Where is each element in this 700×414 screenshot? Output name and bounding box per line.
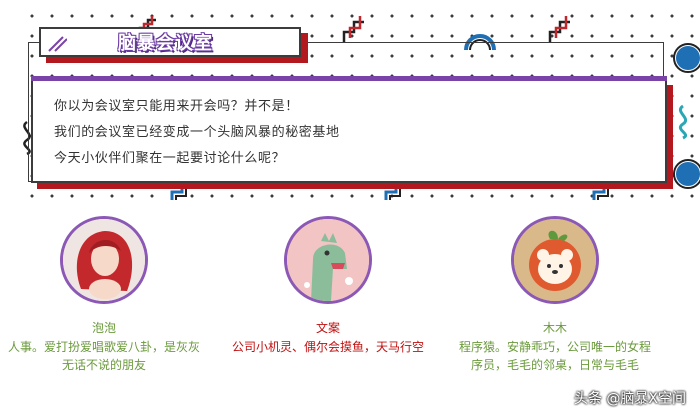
section-title: 脑暴会议室	[118, 33, 213, 54]
member-name: 文案	[315, 321, 340, 335]
content-box	[31, 79, 667, 183]
intro-text: 你以为会议室只能用来开会吗？并不是！ 我们的会议室已经变成一个头脑风暴的秘密基地…	[54, 94, 340, 172]
member-name: 泡泡	[91, 321, 116, 335]
intro-line: 你以为会议室只能用来开会吗？并不是！	[54, 99, 299, 114]
squiggle-decoration	[678, 104, 688, 140]
intro-line: 今天小伙伴们聚在一起要讨论什么呢？	[54, 151, 286, 166]
squiggle-decoration	[23, 120, 31, 156]
intro-line: 我们的会议室已经变成一个头脑风暴的秘密基地	[54, 125, 340, 140]
bear-avatar-icon	[514, 219, 596, 301]
member-card-wenan: 文案 公司小机灵、偶尔会摸鱼，天马行空	[228, 216, 428, 356]
avatar	[284, 216, 372, 304]
slash-icon	[48, 36, 67, 52]
circle-decoration	[673, 43, 700, 73]
title-tag	[39, 27, 301, 57]
member-card-paopao: 泡泡 人事。爱打扮爱唱歌爱八卦，是灰灰无话不说的朋友	[4, 216, 204, 374]
member-description: 公司小机灵、偶尔会摸鱼，天马行空	[231, 340, 424, 354]
zigzag-decoration	[548, 16, 570, 42]
avatar	[60, 216, 148, 304]
watermark: 头条 @脑暴X空间	[573, 391, 686, 407]
avatar	[511, 216, 599, 304]
member-description: 人事。爱打扮爱唱歌爱八卦，是灰灰无话不说的朋友	[7, 340, 200, 372]
dinosaur-avatar-icon	[287, 219, 369, 301]
purple-bar	[31, 76, 667, 81]
mermaid-avatar-icon	[63, 219, 145, 301]
member-name: 木木	[542, 321, 567, 335]
member-description: 程序猿。安静乖巧，公司唯一的女程序员，毛毛的邻桌，日常与毛毛	[458, 340, 651, 372]
zigzag-decoration	[342, 16, 364, 42]
circle-decoration	[464, 34, 496, 51]
member-card-mumu: 木木 程序猿。安静乖巧，公司唯一的女程序员，毛毛的邻桌，日常与毛毛	[455, 216, 655, 374]
circle-decoration	[673, 159, 700, 189]
